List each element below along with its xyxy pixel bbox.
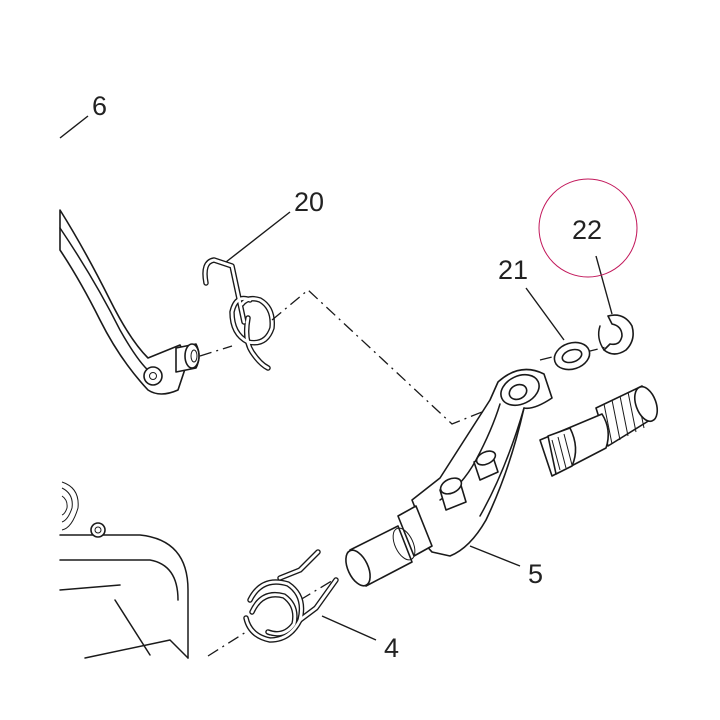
callout-6: 6 bbox=[92, 91, 107, 121]
leader-5 bbox=[469, 545, 521, 567]
callout-20: 20 bbox=[294, 187, 324, 217]
e-ring-part-22 bbox=[597, 314, 634, 355]
leader-4 bbox=[321, 615, 377, 641]
leader-22 bbox=[595, 255, 613, 315]
highlight-circle-22 bbox=[538, 178, 638, 278]
shift-shaft-part-5 bbox=[345, 368, 659, 587]
leader-6 bbox=[59, 115, 89, 139]
callout-4: 4 bbox=[384, 633, 399, 663]
housing bbox=[59, 481, 189, 659]
callout-21: 21 bbox=[498, 255, 528, 285]
assembly-centerline-upper bbox=[199, 289, 493, 425]
washer-part-21 bbox=[553, 341, 591, 371]
callout-5: 5 bbox=[528, 559, 543, 589]
torsion-spring-part-20 bbox=[202, 257, 275, 371]
callout-22: 22 bbox=[572, 215, 602, 245]
leader-20 bbox=[225, 211, 291, 263]
torsion-spring-part-4 bbox=[243, 549, 339, 643]
assembly-centerline-lower bbox=[207, 575, 341, 657]
leader-21 bbox=[525, 287, 565, 341]
lever-arm-part-6 bbox=[59, 209, 200, 395]
